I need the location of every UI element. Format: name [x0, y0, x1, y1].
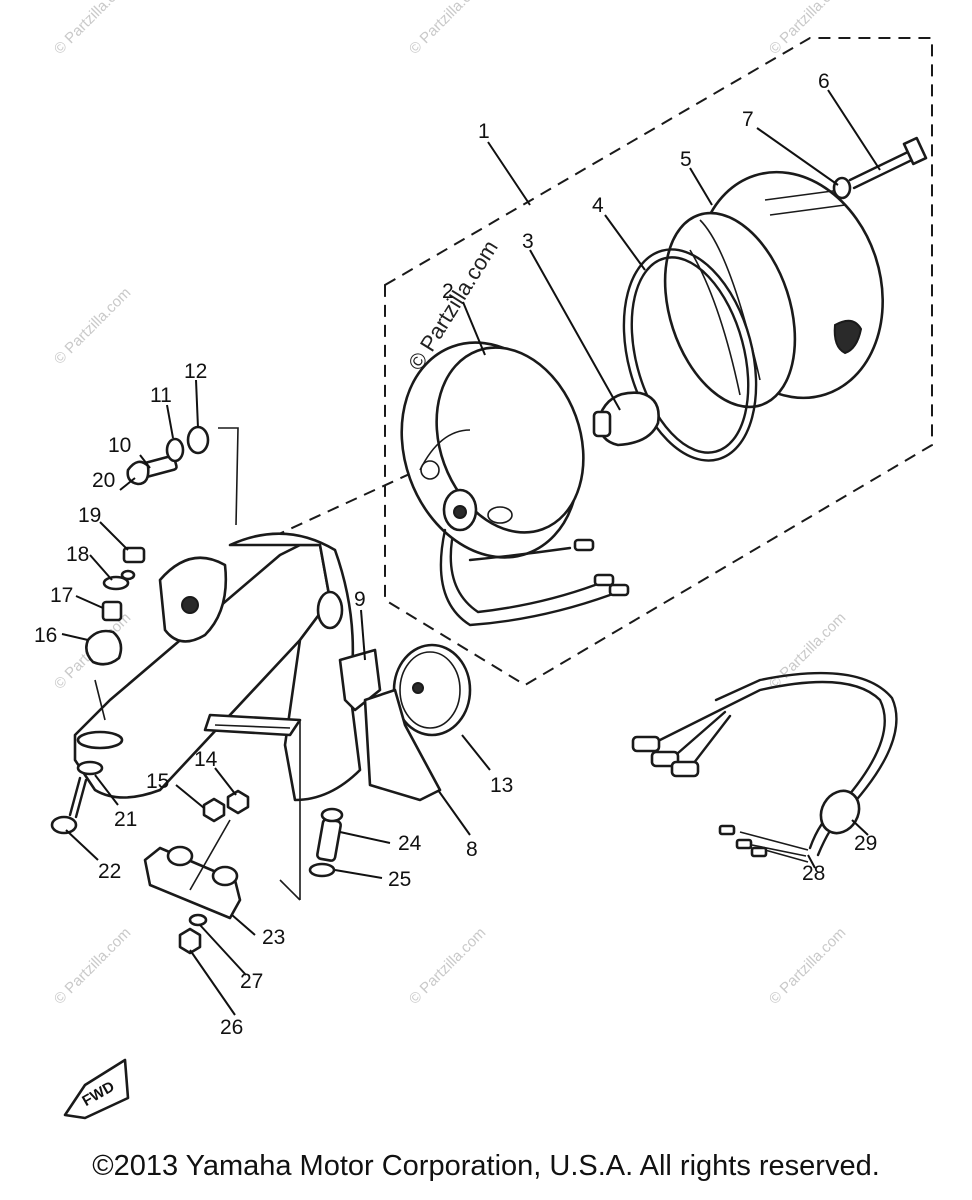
- watermark: © Partzilla.com: [406, 924, 489, 1007]
- copyright-notice: ©2013 Yamaha Motor Corporation, U.S.A. A…: [92, 1150, 880, 1182]
- plate-bracket: [363, 688, 442, 802]
- long-screw: [848, 136, 928, 190]
- callout-17: 17: [50, 584, 73, 607]
- callout-13: 13: [490, 774, 513, 797]
- callout-25: 25: [388, 868, 411, 891]
- callout-4: 4: [592, 194, 604, 217]
- bolt-24-25: [308, 807, 344, 878]
- callout-6: 6: [818, 70, 830, 93]
- callout-18: 18: [66, 543, 89, 566]
- callout-11: 11: [150, 384, 172, 407]
- callout-15: 15: [146, 770, 169, 793]
- callout-27: 27: [240, 970, 263, 993]
- grommet-stack: [85, 546, 146, 666]
- watermark: © Partzilla.com: [766, 924, 849, 1007]
- callout-23: 23: [262, 926, 285, 949]
- callout-14: 14: [194, 748, 218, 771]
- leader-lines: [61, 89, 881, 1016]
- callout-7: 7: [742, 108, 754, 131]
- plate-base: [143, 845, 242, 920]
- callout-10: 10: [108, 434, 131, 457]
- forward-arrow-icon: FWD: [63, 1058, 130, 1120]
- gasket-ring: [622, 248, 758, 462]
- nut-washer-26-27: [178, 913, 208, 955]
- watermark: © Partzilla.com: [406, 0, 489, 58]
- callout-8: 8: [466, 838, 478, 861]
- lens-housing: [663, 170, 884, 409]
- watermark: © Partzilla.com: [766, 609, 849, 692]
- bulb: [592, 391, 660, 447]
- callout-5: 5: [680, 148, 692, 171]
- callout-21: 21: [114, 808, 137, 831]
- assembly-boundary: [384, 37, 933, 687]
- callout-2: 2: [442, 280, 454, 303]
- watermark: © Partzilla.com: [51, 924, 134, 1007]
- small-nut: [832, 176, 852, 200]
- callout-26: 26: [220, 1016, 243, 1039]
- watermark: © Partzilla.com: [766, 0, 849, 58]
- main-bracket: [73, 532, 362, 802]
- callout-16: 16: [34, 624, 57, 647]
- callout-12: 12: [184, 360, 207, 383]
- bolt-22: [50, 760, 104, 835]
- callout-9: 9: [354, 588, 366, 611]
- small-nuts: [202, 789, 250, 823]
- callout-24: 24: [398, 832, 422, 855]
- lamp-base: [400, 341, 585, 559]
- watermark: © Partzilla.com: [51, 0, 134, 58]
- reflector: [392, 643, 472, 737]
- callouts: 1 2 3 4 5 6 7 8 9 10 11 12 13 14 15 16 1…: [34, 70, 877, 1039]
- callout-29: 29: [854, 832, 877, 855]
- lamp-wires: [439, 528, 630, 627]
- callout-20: 20: [92, 469, 115, 492]
- callout-3: 3: [522, 230, 534, 253]
- alignment-lines: [94, 427, 301, 901]
- wire-harness: [631, 671, 898, 863]
- watermark: © Partzilla.com: [51, 284, 134, 367]
- callout-22: 22: [98, 860, 121, 883]
- callout-1: 1: [478, 120, 490, 143]
- callout-28: 28: [802, 862, 825, 885]
- callout-19: 19: [78, 504, 101, 527]
